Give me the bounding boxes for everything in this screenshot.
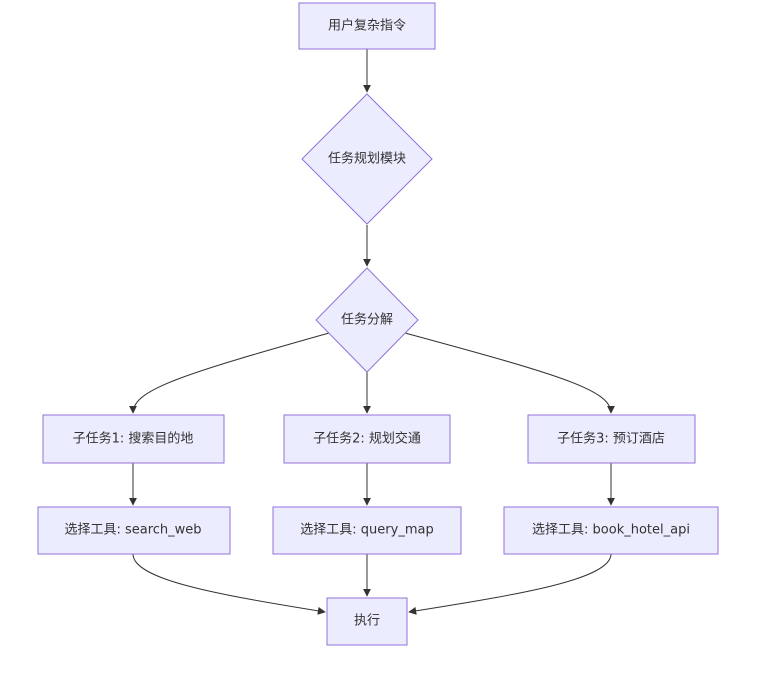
node-task-planning-label: 任务规划模块 — [328, 151, 406, 167]
node-tool-3-label: 选择工具: book_hotel_api — [532, 523, 690, 538]
edges — [129, 49, 615, 615]
node-subtask-2: 子任务2: 规划交通 — [283, 414, 451, 464]
node-execute: 执行 — [326, 597, 408, 646]
node-tool-2: 选择工具: query_map — [272, 506, 462, 555]
node-subtask-1: 子任务1: 搜索目的地 — [42, 414, 225, 464]
edge-decomposition-to-subtask-3 — [404, 332, 615, 414]
node-user-instruction: 用户复杂指令 — [298, 2, 436, 50]
edge-tool-1-to-execute — [132, 553, 326, 615]
edge-decomposition-to-subtask-1 — [129, 332, 330, 414]
node-task-decomposition: 任务分解 — [315, 267, 419, 373]
node-task-planning: 任务规划模块 — [301, 93, 433, 225]
node-subtask-3-label: 子任务3: 预订酒店 — [557, 431, 665, 447]
edge-tool-3-to-execute — [408, 553, 612, 615]
node-subtask-2-label: 子任务2: 规划交通 — [313, 431, 421, 447]
node-tool-2-label: 选择工具: query_map — [300, 523, 433, 538]
node-task-decomposition-label: 任务分解 — [341, 312, 393, 328]
node-subtask-3: 子任务3: 预订酒店 — [527, 414, 696, 464]
node-execute-label: 执行 — [354, 614, 380, 629]
node-subtask-1-label: 子任务1: 搜索目的地 — [73, 431, 194, 447]
node-tool-3: 选择工具: book_hotel_api — [503, 506, 719, 555]
node-tool-1-label: 选择工具: search_web — [64, 523, 201, 538]
node-user-instruction-label: 用户复杂指令 — [328, 18, 406, 34]
node-tool-1: 选择工具: search_web — [37, 506, 231, 555]
